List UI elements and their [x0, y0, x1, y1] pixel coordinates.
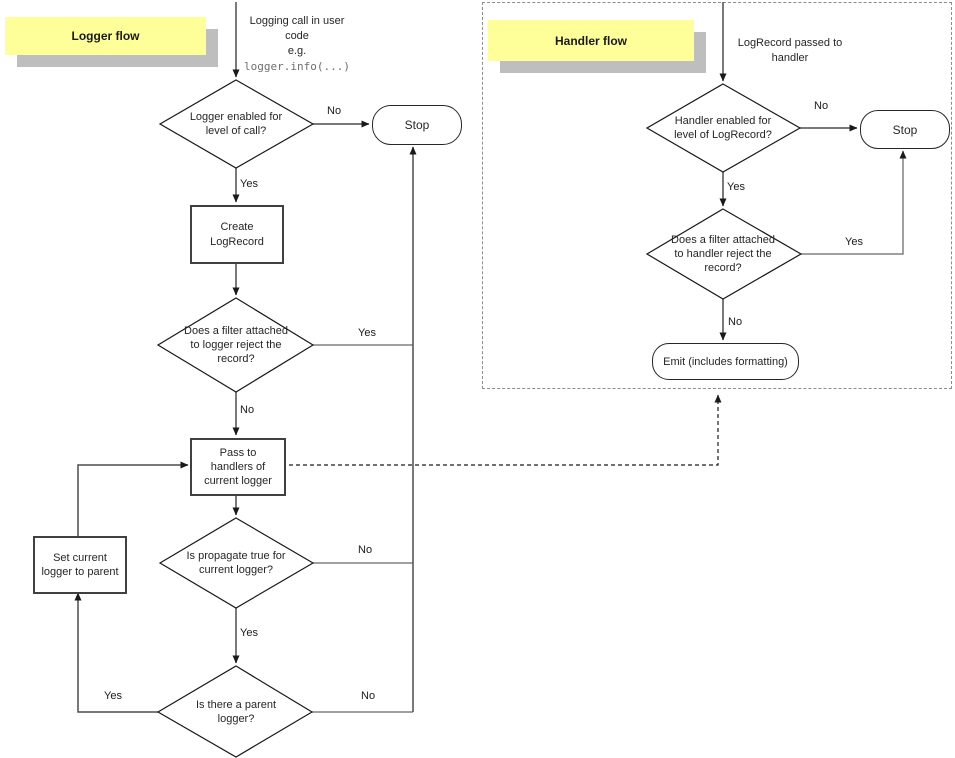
decision-propagate [158, 517, 315, 609]
label-henabled-no: No [814, 100, 829, 112]
logger-flow-label: Logger flow [5, 17, 206, 55]
logger-flow-title: Logger flow [71, 29, 140, 43]
edge-setparent-to-pass [77, 461, 189, 536]
handler-stop-node: Stop [860, 110, 950, 149]
label-enabled-no: No [327, 105, 342, 117]
label-propagate-yes: Yes [240, 627, 258, 639]
handler-entry-text: LogRecord passed to handler [737, 37, 843, 64]
edge-pass-to-handler-flow-dashed [282, 394, 722, 466]
handler-flow-title: Handler flow [554, 33, 627, 48]
decision-parent-logger [156, 665, 314, 758]
label-filter-no: No [240, 404, 255, 416]
handler-flow-label: Handler flow [488, 20, 694, 61]
logger-entry-note: Logging call in user code e.g. logger.in… [238, 14, 356, 74]
label-henabled-yes: Yes [727, 181, 745, 193]
label-hfilter-yes: Yes [845, 236, 863, 248]
logger-entry-code: logger.info(...) [244, 59, 350, 73]
logger-entry-text: Logging call in user code e.g. [249, 15, 345, 57]
decision-handler-filter [645, 208, 803, 300]
label-filter-yes: Yes [358, 327, 376, 339]
emit-node: Emit (includes formatting) [652, 343, 799, 380]
logger-stop-node: Stop [372, 105, 462, 145]
decision-handler-enabled [645, 83, 802, 173]
set-parent-node: Set current logger to parent [33, 536, 127, 594]
decision-logger-enabled [158, 79, 315, 169]
handler-flow-frame [482, 2, 952, 389]
handler-stop-label: Stop [892, 122, 918, 137]
logger-stop-label: Stop [404, 118, 430, 132]
label-hfilter-no: No [728, 316, 743, 328]
edge-hfilter-yes-to-hstop [801, 150, 907, 255]
decision-logger-filter [156, 297, 315, 393]
emit-label: Emit (includes formatting) [663, 355, 788, 368]
edge-parent-yes-to-setparent [74, 592, 158, 713]
pass-to-handlers-node: Pass to handlers of current logger [190, 438, 286, 496]
label-parent-yes: Yes [104, 690, 122, 702]
label-propagate-no: No [358, 544, 373, 556]
create-logrecord-node: Create LogRecord [190, 205, 284, 264]
label-enabled-yes: Yes [240, 178, 258, 190]
label-parent-no: No [361, 690, 376, 702]
